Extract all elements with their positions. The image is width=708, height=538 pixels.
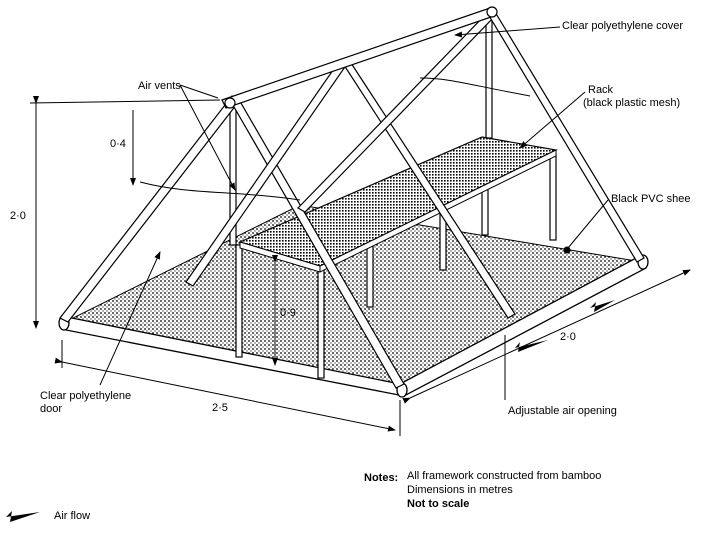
label-door-line1: Clear polyethylene — [40, 390, 132, 402]
a-frames — [59, 6, 645, 389]
label-height: 2·0 — [10, 210, 26, 222]
label-width: 2·0 — [560, 331, 576, 343]
legend-airflow: Air flow — [54, 510, 91, 522]
label-rack: Rack — [588, 84, 614, 96]
label-air-vents: Air vents — [138, 80, 181, 92]
label-door-line2: door — [40, 403, 63, 415]
label-length: 2·5 — [212, 402, 228, 414]
notes-line3: Not to scale — [407, 498, 470, 510]
notes-line2: Dimensions in metres — [407, 484, 513, 496]
label-vent-height: 0·4 — [110, 138, 126, 150]
label-pvc-sheet: Black PVC shee — [611, 193, 691, 205]
label-cover: Clear polyethylene cover — [562, 20, 684, 32]
dimension-lines — [29, 96, 691, 436]
airflow-legend-icon — [6, 511, 40, 522]
notes-line1: All framework constructed from bamboo — [407, 470, 602, 482]
notes-heading: Notes: — [364, 472, 399, 484]
label-rack-height: 0·9 — [280, 307, 296, 319]
airflow-arrows — [6, 300, 615, 522]
label-air-opening: Adjustable air opening — [508, 405, 617, 417]
label-rack-material: (black plastic mesh) — [583, 97, 681, 109]
